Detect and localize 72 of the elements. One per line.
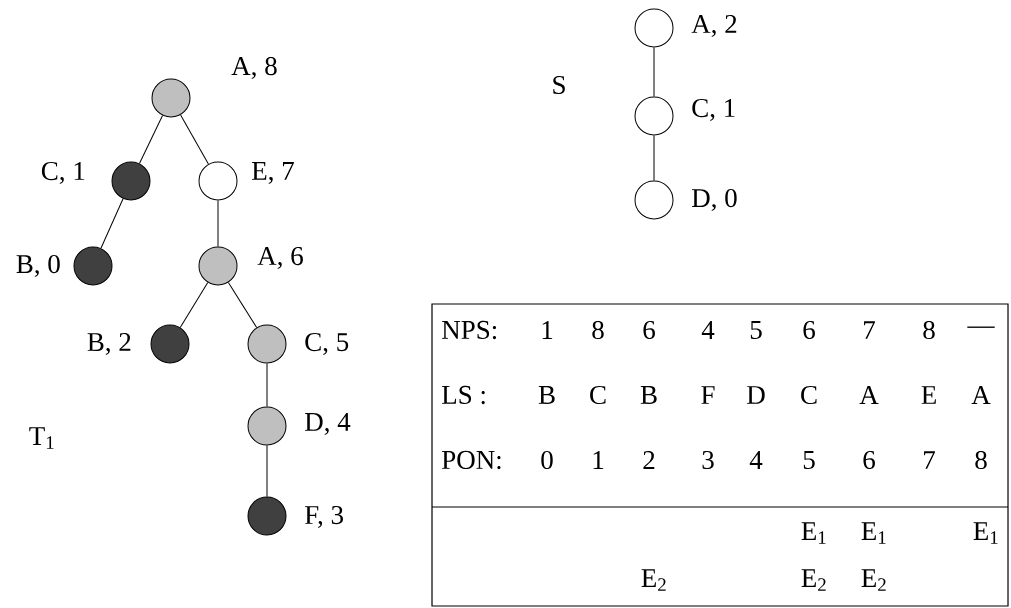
table-cell: B bbox=[538, 386, 555, 404]
table-cell: 8 bbox=[592, 320, 604, 340]
table-cell: E$_{2}$ bbox=[801, 569, 826, 591]
node-label: C, 1 bbox=[692, 99, 735, 121]
tree-edge bbox=[179, 282, 209, 328]
tree-edge bbox=[138, 115, 164, 164]
node-label: B, 0 bbox=[16, 254, 60, 278]
tree-edge bbox=[266, 363, 268, 407]
tree-edge bbox=[266, 445, 268, 497]
table-cell: C bbox=[590, 385, 606, 405]
node-label: D, 0 bbox=[692, 188, 737, 212]
circle-node bbox=[634, 96, 674, 136]
node-label: E, 7 bbox=[252, 162, 294, 184]
table-cell: NPS: bbox=[442, 320, 497, 340]
circle-node bbox=[247, 496, 287, 536]
tree-edge bbox=[217, 200, 219, 247]
table-cell: E$_{1}$ bbox=[801, 522, 826, 544]
tree-edge bbox=[653, 135, 655, 181]
circle-node bbox=[247, 406, 287, 446]
table-cell: A bbox=[971, 386, 991, 404]
table-cell: — bbox=[967, 326, 995, 328]
table-cell: E$_{1}$ bbox=[973, 522, 998, 544]
table-cell: E$_{2}$ bbox=[861, 569, 886, 591]
table-cell: 2 bbox=[643, 451, 655, 469]
node-label: A, 6 bbox=[257, 247, 303, 269]
table-cell: 6 bbox=[643, 320, 655, 340]
table-cell: C bbox=[801, 385, 817, 405]
node-label: A, 8 bbox=[231, 56, 277, 80]
node-label: D, 4 bbox=[305, 413, 351, 435]
table-cell: 6 bbox=[863, 450, 875, 470]
table-cell: 8 bbox=[923, 320, 935, 340]
table-cell: F bbox=[701, 386, 715, 404]
table-cell: D bbox=[747, 386, 765, 404]
table-cell: 3 bbox=[702, 450, 714, 470]
table-cell: E bbox=[921, 386, 936, 404]
circle-node bbox=[73, 246, 113, 286]
table-cell: 7 bbox=[924, 451, 935, 469]
node-label: F, 3 bbox=[305, 506, 343, 529]
table-cell: LS : bbox=[442, 385, 485, 405]
table-cell: 1 bbox=[593, 451, 604, 469]
table-cell: 0 bbox=[541, 450, 553, 470]
table-cell: 4 bbox=[701, 321, 715, 339]
tree-edge bbox=[653, 47, 655, 97]
tree-label: T$_{1}$ bbox=[29, 427, 54, 449]
node-label: A, 2 bbox=[691, 15, 737, 37]
table-cell: B bbox=[640, 386, 657, 404]
table-cell: 5 bbox=[750, 321, 762, 339]
tree-edge bbox=[100, 198, 124, 249]
table-cell: 6 bbox=[803, 320, 815, 340]
circle-node bbox=[151, 78, 191, 118]
circle-node bbox=[634, 180, 674, 220]
table-cell: 1 bbox=[542, 321, 553, 339]
node-label: C, 1 bbox=[41, 162, 85, 184]
circle-node bbox=[150, 324, 190, 364]
node-label: B, 2 bbox=[87, 333, 131, 355]
table-cell: 4 bbox=[749, 451, 763, 469]
table-cell: A bbox=[859, 386, 879, 404]
node-label: C, 5 bbox=[305, 333, 349, 355]
table-cell: E$_{2}$ bbox=[641, 569, 666, 591]
table-cell: E$_{1}$ bbox=[861, 522, 886, 544]
circle-node bbox=[198, 246, 238, 286]
table-cell: 5 bbox=[803, 451, 815, 469]
circle-node bbox=[247, 324, 287, 364]
table-cell: 8 bbox=[975, 450, 987, 470]
tree-edge bbox=[227, 282, 258, 328]
circle-node bbox=[634, 8, 674, 48]
tree-edge bbox=[180, 114, 209, 165]
tree-label: S bbox=[553, 75, 565, 95]
table-cell: 7 bbox=[864, 321, 875, 339]
table-cell: PON: bbox=[442, 450, 501, 470]
circle-node bbox=[198, 161, 238, 201]
circle-node bbox=[111, 161, 151, 201]
